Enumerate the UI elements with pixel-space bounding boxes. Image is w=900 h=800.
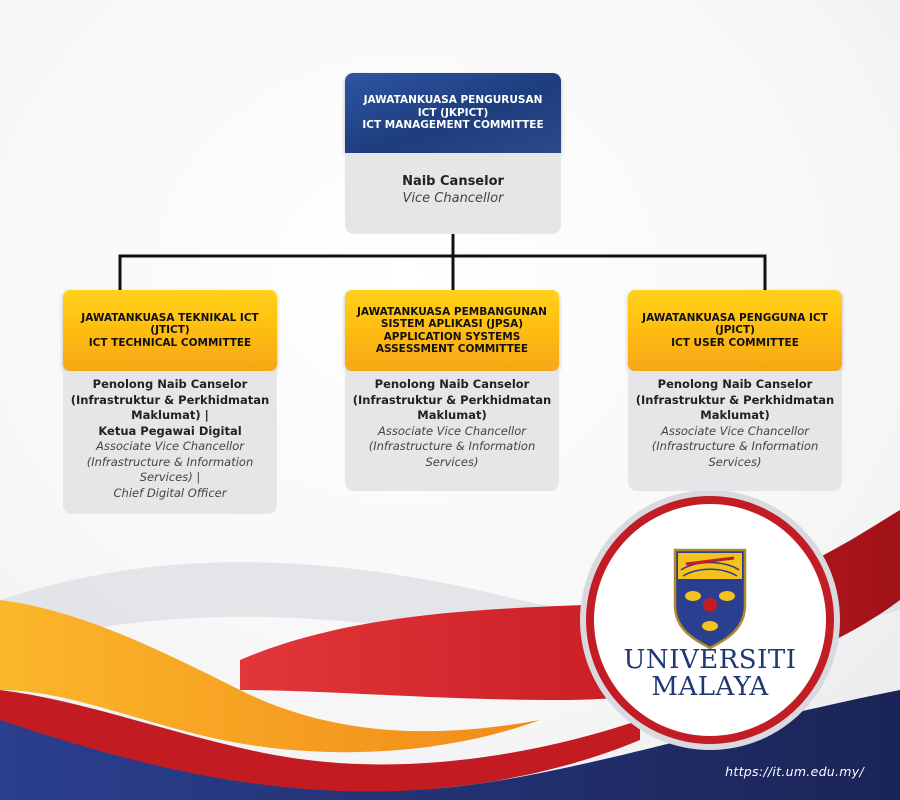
jpsa-body-line: Services)	[425, 454, 479, 469]
jpsa-header-line: ASSESSMENT COMMITTEE	[375, 343, 529, 355]
connector-lines	[118, 234, 767, 292]
jtict-body: Penolong Naib Canselor (Infrastruktur & …	[63, 371, 277, 514]
jpict-header-line: JAWATANKUASA PENGGUNA ICT	[642, 311, 828, 324]
navy-wave	[0, 690, 900, 800]
jpict-body-line: (Infrastruktur & Perkhidmatan	[635, 392, 835, 407]
jkpict-body: Naib Canselor Vice Chancellor	[345, 153, 561, 234]
jpict-header-line: (JPICT)	[715, 324, 755, 337]
jtict-body-line: Maklumat) |	[131, 408, 209, 422]
jkpict-chair-en: Vice Chancellor	[402, 191, 504, 206]
jtict-body-line: Services) |	[139, 470, 201, 484]
university-name-line1: UNIVERSITI	[623, 645, 797, 675]
jpsa-header-line: SISTEM APLIKASI (JPSA)	[380, 318, 524, 330]
jpsa-body-line: (Infrastruktur & Perkhidmatan	[352, 392, 552, 407]
jtict-body-line: Associate Vice Chancellor	[95, 439, 244, 453]
jtict-header-line: ICT TECHNICAL COMMITTEE	[88, 336, 252, 349]
jpsa-body-line: Penolong Naib Canselor	[374, 377, 530, 391]
jtict-header-line: (JTICT)	[150, 324, 190, 337]
jpsa-body: Penolong Naib Canselor (Infrastruktur & …	[345, 371, 559, 491]
jpict-body-line: Maklumat)	[700, 408, 770, 422]
jpsa-body-line: Maklumat)	[417, 408, 487, 422]
jpict-body-line: Penolong Naib Canselor	[657, 377, 813, 391]
crest-icon	[673, 548, 747, 650]
jtict-body-line: Ketua Pegawai Digital	[98, 423, 242, 438]
jtict-header-line: JAWATANKUASA TEKNIKAL ICT	[81, 311, 259, 324]
jpict-body: Penolong Naib Canselor (Infrastruktur & …	[628, 371, 842, 491]
jpict-body-line: Associate Vice Chancellor	[660, 423, 809, 438]
jpict-body-line: Services)	[708, 454, 762, 469]
jtict-body-line: Penolong Naib Canselor	[92, 377, 248, 391]
jpsa-header-line: JAWATANKUASA PEMBANGUNAN	[357, 305, 547, 318]
jpsa-body-line: Associate Vice Chancellor	[377, 423, 526, 438]
jpsa-header-line: APPLICATION SYSTEMS	[383, 330, 521, 343]
website-url[interactable]: https://it.um.edu.my/	[725, 764, 864, 779]
university-name-line2: MALAYA	[651, 672, 769, 702]
jkpict-header-line: ICT MANAGEMENT COMMITTEE	[362, 119, 544, 132]
jkpict-header-line: JAWATANKUASA PENGURUSAN	[363, 94, 543, 107]
jkpict-chair-ms: Naib Canselor	[402, 174, 504, 189]
jkpict-header-line: ICT (JKPICT)	[417, 106, 489, 119]
jpict-header: JAWATANKUASA PENGGUNA ICT (JPICT) ICT US…	[628, 290, 842, 371]
jtict-body-line: (Infrastruktur & Perkhidmatan	[70, 392, 270, 407]
jpsa-header: JAWATANKUASA PEMBANGUNAN SISTEM APLIKASI…	[345, 290, 559, 371]
jtict-body-line: Chief Digital Officer	[113, 485, 227, 500]
jpsa-body-line: (Infrastructure & Information	[368, 439, 536, 453]
university-name: UNIVERSITI MALAYA	[610, 647, 810, 701]
jpict-body-line: (Infrastructure & Information	[651, 439, 819, 453]
jkpict-header: JAWATANKUASA PENGURUSAN ICT (JKPICT) ICT…	[345, 73, 561, 153]
jtict-body-line: (Infrastructure & Information	[86, 454, 254, 469]
jpict-header-line: ICT USER COMMITTEE	[671, 336, 799, 349]
orange-wave	[0, 600, 540, 753]
jtict-header: JAWATANKUASA TEKNIKAL ICT (JTICT) ICT TE…	[63, 290, 277, 371]
